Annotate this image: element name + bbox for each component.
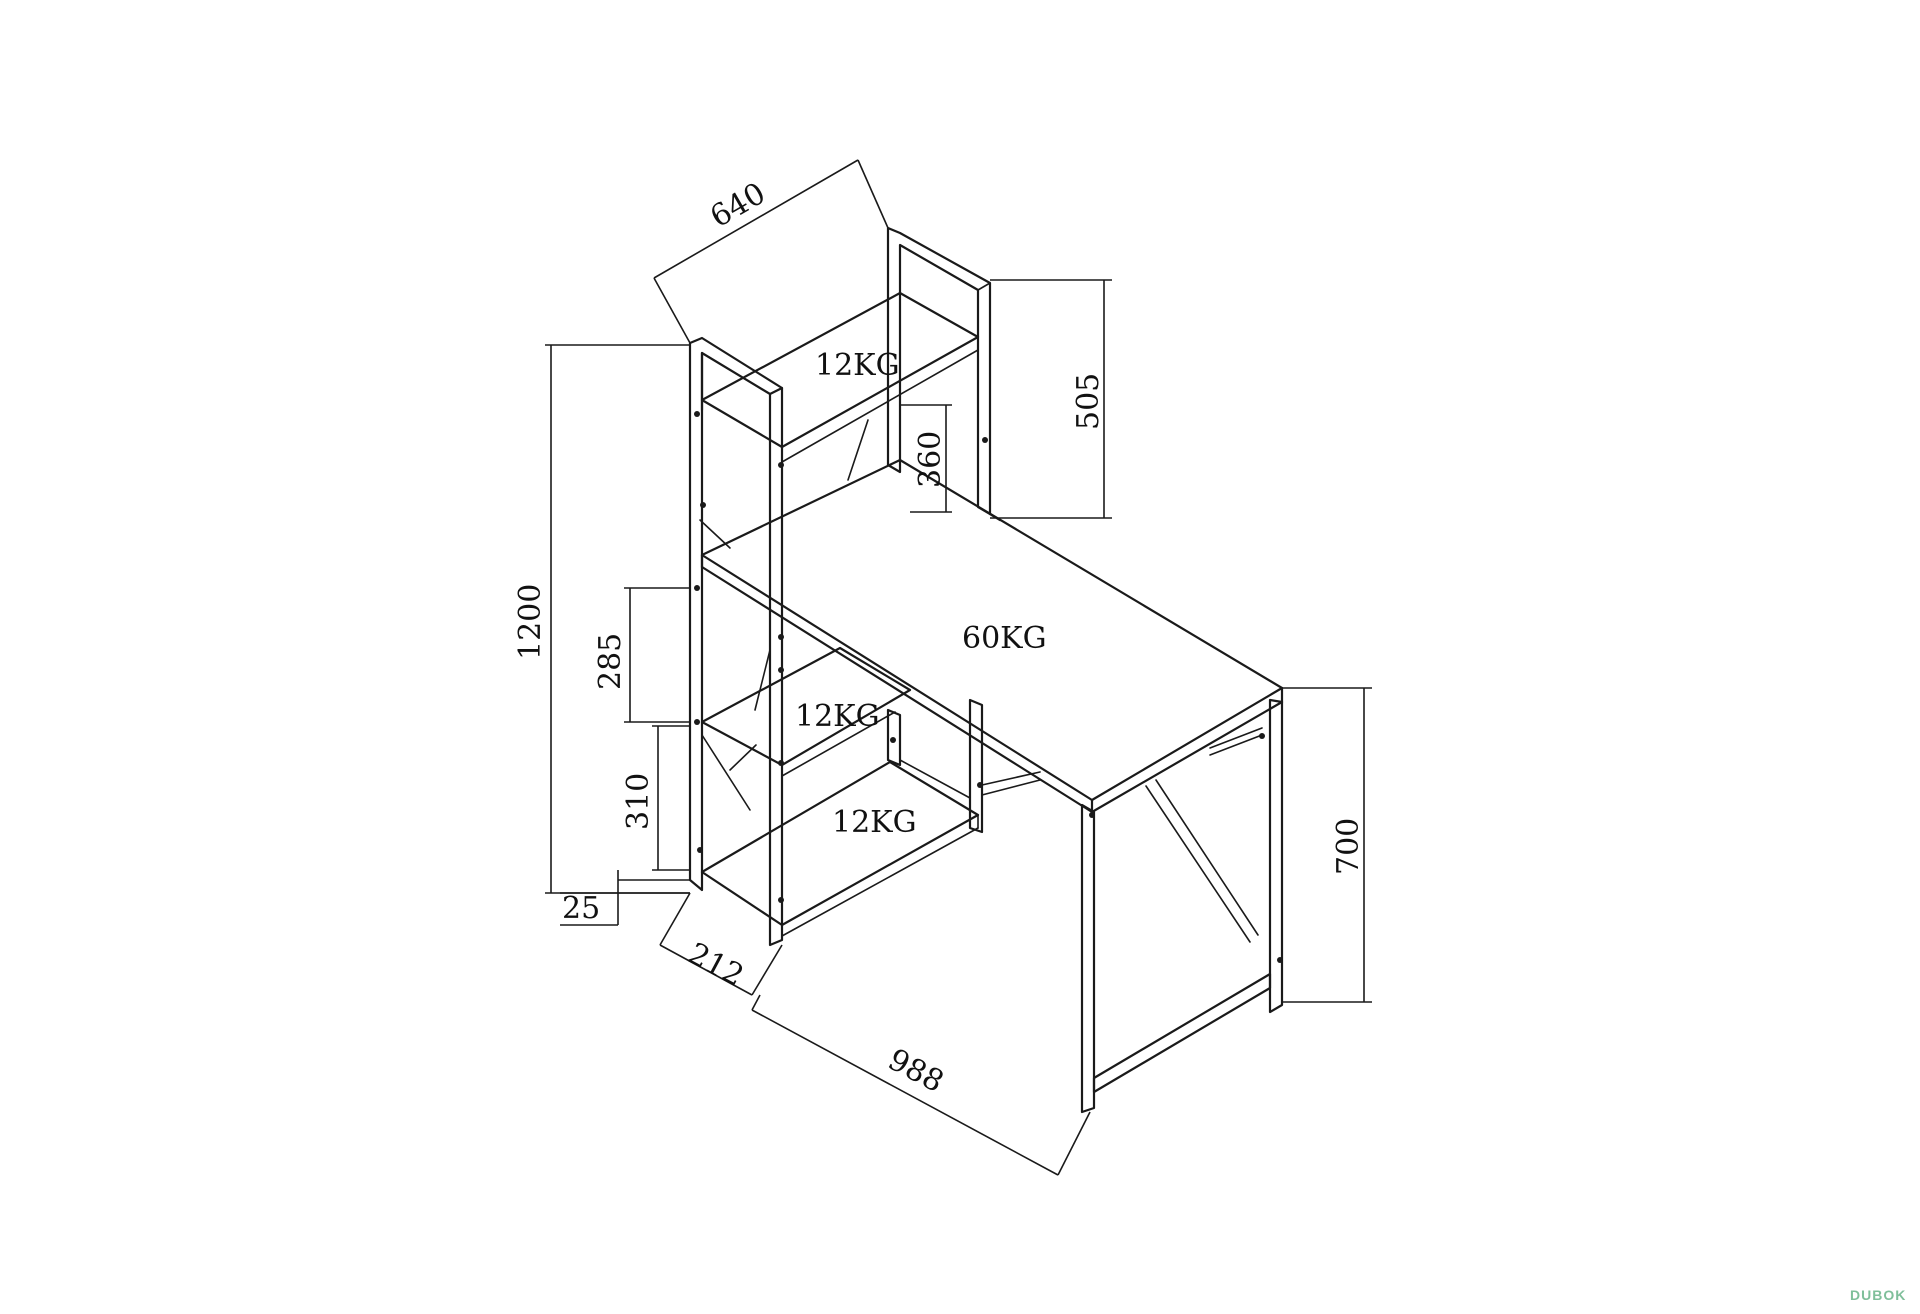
desk-right-legs <box>1080 698 1284 1114</box>
bottom-shelf-load-label: 12KG <box>832 805 917 840</box>
top-shelf <box>699 291 980 549</box>
back-right-upright <box>886 226 992 516</box>
desk-load-label: 60KG <box>962 621 1047 656</box>
dim-1200-label: 1200 <box>513 584 548 660</box>
desk-back-leg <box>886 698 1041 834</box>
back-left-upright <box>688 336 784 947</box>
dim-285-label: 285 <box>593 633 628 690</box>
dim-212-label: 212 <box>682 936 749 994</box>
dim-700-label: 700 <box>1331 818 1366 875</box>
bottom-shelf <box>700 760 980 937</box>
dim-988-label: 988 <box>882 1042 949 1100</box>
dim-25-label: 25 <box>562 891 600 926</box>
dim-640-label: 640 <box>705 176 772 235</box>
middle-shelf <box>700 646 971 811</box>
watermark-logo: DUBOK <box>1850 1287 1906 1303</box>
dim-505-label: 505 <box>1071 373 1106 430</box>
top-shelf-load-label: 12KG <box>815 348 900 383</box>
dim-310-label: 310 <box>621 773 656 830</box>
middle-shelf-load-label: 12KG <box>795 699 880 734</box>
dim-360-label: 360 <box>913 431 948 488</box>
dimension-lines <box>545 159 1372 1176</box>
